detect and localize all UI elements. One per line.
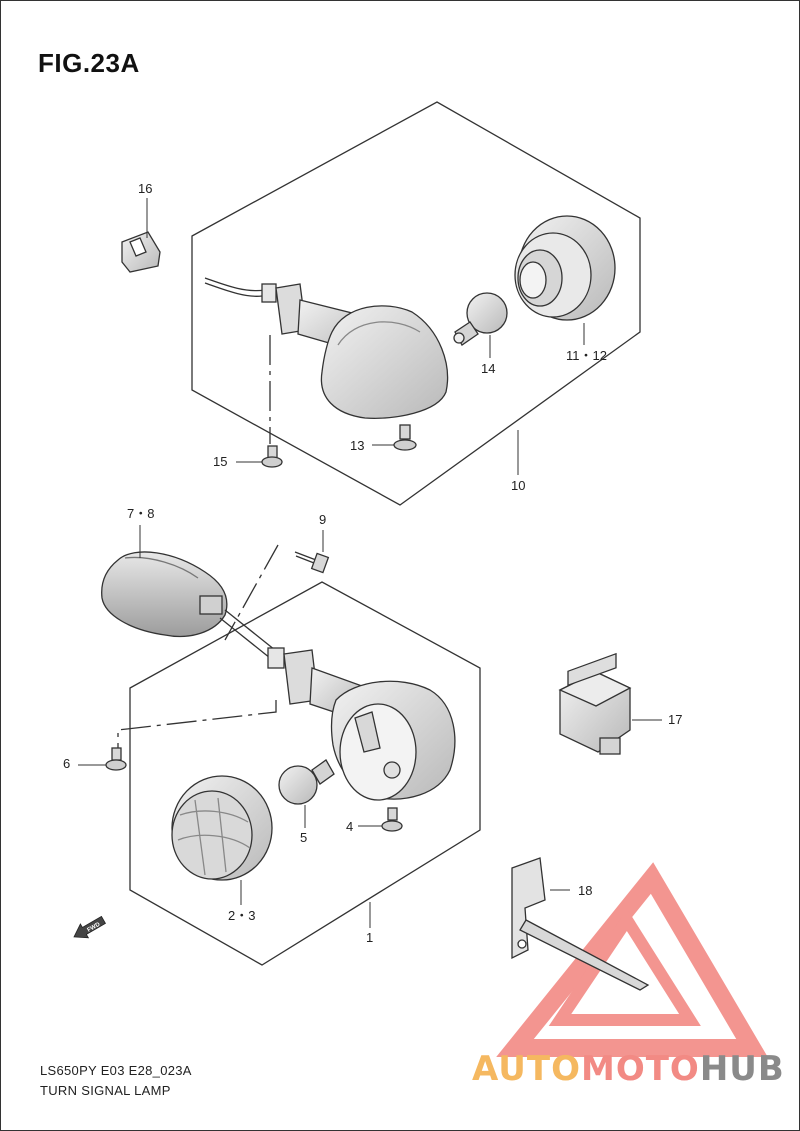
watermark-triangle-outer bbox=[496, 862, 768, 1057]
figure-title: FIG.23A bbox=[38, 48, 140, 78]
lower-wire bbox=[224, 609, 276, 651]
upper-bulb bbox=[453, 292, 508, 346]
lower-bulb bbox=[278, 759, 335, 805]
screw-13 bbox=[393, 424, 417, 451]
fwd-arrow-icon: FWD bbox=[73, 915, 106, 939]
upper-lamp-wire bbox=[204, 277, 266, 292]
svg-text:AUTOMOTOHUB: AUTOMOTOHUB bbox=[472, 1049, 785, 1089]
callout-16: 16 bbox=[138, 181, 152, 196]
bolt-9 bbox=[294, 551, 330, 574]
watermark-logo bbox=[496, 862, 768, 1057]
callout-14: 14 bbox=[481, 361, 495, 376]
callout-labels: 16 11・12 14 13 15 10 7・8 9 6 5 4 2・3 1 1… bbox=[63, 181, 682, 945]
upper-assembly-outline bbox=[191, 101, 641, 506]
watermark-triangle-inner bbox=[548, 908, 701, 1026]
upper-assembly-group bbox=[191, 101, 641, 506]
bracket-18 bbox=[511, 857, 650, 991]
upper-lamp-housing bbox=[261, 283, 449, 419]
relay-17 bbox=[558, 652, 632, 755]
lower-lens bbox=[171, 775, 273, 881]
lower-assembly-outline bbox=[129, 581, 481, 966]
screw-15 bbox=[261, 445, 283, 468]
callout-2-3: 2・3 bbox=[228, 908, 255, 923]
callout-17: 17 bbox=[668, 712, 682, 727]
callout-7-8: 7・8 bbox=[127, 506, 154, 521]
upper-lens bbox=[514, 215, 616, 321]
figure-code: LS650PY E03 E28_023A bbox=[40, 1063, 192, 1078]
lamp-cover bbox=[101, 551, 228, 638]
callout-4: 4 bbox=[346, 819, 353, 834]
watermark-part1: AUTO bbox=[472, 1049, 581, 1089]
callout-13: 13 bbox=[350, 438, 364, 453]
screw-4 bbox=[381, 807, 403, 832]
screw-6 bbox=[105, 747, 127, 771]
callout-6: 6 bbox=[63, 756, 70, 771]
watermark-part3: HUB bbox=[700, 1049, 785, 1089]
callout-9: 9 bbox=[319, 512, 326, 527]
callout-15: 15 bbox=[213, 454, 227, 469]
callout-18: 18 bbox=[578, 883, 592, 898]
figure-name: TURN SIGNAL LAMP bbox=[40, 1083, 171, 1098]
callout-5: 5 bbox=[300, 830, 307, 845]
callout-10: 10 bbox=[511, 478, 525, 493]
lower-assembly-group bbox=[101, 544, 481, 966]
callout-1: 1 bbox=[366, 930, 373, 945]
lower-lamp-housing bbox=[267, 647, 456, 801]
watermark-text: AUTOMOTOHUB bbox=[472, 1049, 785, 1089]
clip-16 bbox=[121, 231, 161, 273]
callout-11-12: 11・12 bbox=[566, 348, 607, 363]
watermark-part2: MOTO bbox=[581, 1049, 700, 1089]
leader-lines bbox=[78, 198, 662, 928]
